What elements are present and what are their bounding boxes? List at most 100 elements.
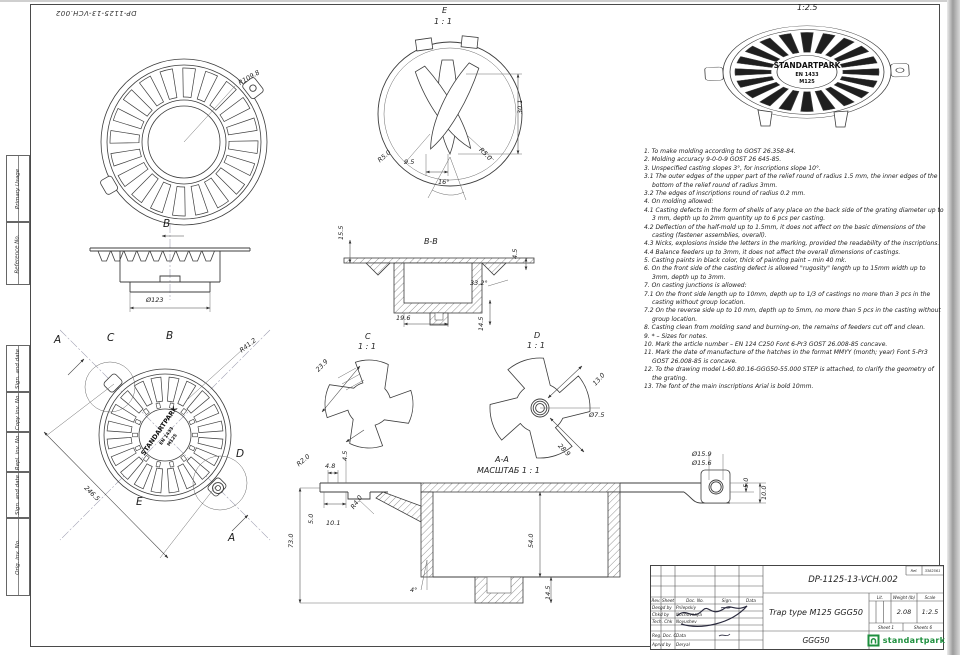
note-line: 4.1 Casting defects in the form of shell… xyxy=(644,206,944,223)
tb-row-name: Nochovnaya xyxy=(676,612,702,617)
margin-divider xyxy=(18,223,19,284)
tb-scale-label: Scale xyxy=(924,594,936,600)
sheet-border-frame xyxy=(30,4,940,647)
view-grate-front: STANDARTPARK EN 1433 M125 xyxy=(40,329,290,570)
left-dip xyxy=(365,262,391,276)
scan-edge-top xyxy=(0,0,960,2)
slots xyxy=(414,35,480,155)
view-title-c: C xyxy=(365,332,371,341)
title-block: DP-1125-13-VCH.002 Ref. 3382561 Rev. She… xyxy=(650,565,946,650)
view-label-d: D xyxy=(236,448,245,460)
dim-28-9 xyxy=(549,417,585,453)
tb-row-name: Deryal xyxy=(676,642,690,647)
tb-row-label: Desgd by xyxy=(652,605,672,610)
tb-row-label: Chkd by xyxy=(652,612,670,617)
tb-col-sheet: Sheet xyxy=(661,598,675,603)
note-line: 8. Casting clean from molding sand and b… xyxy=(644,324,926,332)
margin-label: Reference No. xyxy=(15,233,22,274)
dim-label: Ø7.5 xyxy=(589,411,605,419)
rotated-doc-number: DP-1125-13-VCH.002 xyxy=(55,9,137,17)
dim-label: 14.5 xyxy=(477,316,485,331)
tb-col-sign: Sign. xyxy=(721,598,733,603)
right-flange xyxy=(620,482,730,504)
tb-row-label: Aprvd by xyxy=(652,642,671,647)
dim-label: 54.0 xyxy=(527,533,535,548)
boss-ext-lines xyxy=(708,454,766,504)
dim-label: 4.5 xyxy=(341,450,349,461)
tb-weight-value: 2.08 xyxy=(896,608,912,616)
angle-leader xyxy=(487,279,509,287)
stub-notch xyxy=(486,576,512,594)
margin-label: Orig. inv. No. xyxy=(15,539,21,575)
note-line: 2. Molding accuracy 9-0-0-9 GOST 26 645-… xyxy=(644,156,782,164)
flange-section xyxy=(343,257,535,264)
angle-16-lines xyxy=(427,156,467,201)
dim-label: 4.5 xyxy=(511,248,519,259)
margin-box-reference-no: Reference No. xyxy=(6,222,30,285)
view-label-a-top: A xyxy=(54,334,62,346)
view-grate-back xyxy=(72,40,302,245)
margin-label: Repl. inv. No. xyxy=(15,433,22,471)
r5-leader-right xyxy=(467,135,495,161)
margin-box-primary-usage: Primary Usage xyxy=(6,155,30,222)
dim-label: Ø15.9 xyxy=(692,450,712,458)
note-line: 5. Casting paints in black color, thick … xyxy=(644,257,847,265)
ext-line xyxy=(159,485,217,559)
margin-label: Primary Usage xyxy=(15,168,21,209)
mark-line2: EN 1433 xyxy=(795,72,819,78)
dim-label: 9.5 xyxy=(404,158,415,166)
note-line: 10. Mark the article number – EN 124 C25… xyxy=(644,340,888,348)
rib-row xyxy=(97,250,215,262)
tb-sheets: Sheets 6 xyxy=(913,624,933,630)
dim-label: 19.6 xyxy=(396,314,411,322)
dim-label: 4.8 xyxy=(325,462,336,470)
note-line: 3. Unspecified casting slopes 3°, for in… xyxy=(644,164,821,172)
note-line: 6. On the front side of the casting defe… xyxy=(644,265,926,281)
iso-mark-text: STANDARTPARK EN 1433 M125 xyxy=(774,61,842,85)
dim-23-9 xyxy=(321,365,361,413)
dim-label: 30.1 xyxy=(516,99,524,114)
note-line: 3.1 The outer edges of the upper part of… xyxy=(644,173,938,189)
dim-label: 5.0 xyxy=(742,477,750,488)
view-grate-iso: STANDARTPARK EN 1433 M125 xyxy=(702,10,917,135)
tb-logo-text: standartpark xyxy=(882,635,946,645)
view-label-b: B xyxy=(163,218,171,230)
wing-rib xyxy=(375,491,422,523)
mark-line3: M125 xyxy=(799,79,815,85)
note-line: 7.1 On the front side length up to 10mm,… xyxy=(644,290,931,307)
pinwheel-c xyxy=(324,359,414,449)
ext-line xyxy=(45,383,115,437)
tb-lit-label: Lit. xyxy=(876,594,884,600)
view-detail-c xyxy=(312,346,427,458)
view-grate-side xyxy=(74,220,309,325)
dim-label: Ø123 xyxy=(146,296,164,304)
small-signatures xyxy=(718,606,732,637)
note-line: 4.4 Balance feeders up to 3mm, it does n… xyxy=(644,248,901,256)
top-band xyxy=(420,482,621,493)
notes-block: 1. To make molding according to GOST 26.… xyxy=(644,148,944,391)
margin-divider xyxy=(18,519,19,595)
boss-hole-outer xyxy=(708,479,724,495)
stub-notch xyxy=(434,312,444,321)
lug-bottom-left xyxy=(100,175,119,195)
margin-divider xyxy=(18,346,19,391)
note-line: 9. * – Sizes for notes. xyxy=(644,332,708,340)
dim-label: 73.0 xyxy=(287,533,295,548)
tb-scale-value: 1:2.5 xyxy=(921,608,939,616)
iso-feet xyxy=(757,109,849,128)
dim-246-5 xyxy=(43,431,169,559)
note-line: 11. Mark the date of manufacture of the … xyxy=(644,349,928,365)
view-scale-e: 1 : 1 xyxy=(434,17,452,26)
tb-weight-label: Weight (lb) xyxy=(892,594,916,600)
view-scale-d: 1 : 1 xyxy=(527,341,545,350)
section-a-arrow-top xyxy=(67,358,85,376)
margin-box-sign-date-1: Sign. and date xyxy=(6,345,30,392)
r41-leader xyxy=(187,348,244,400)
tb-row-label: Reg. Doc. Chk xyxy=(652,633,676,638)
lug-d xyxy=(207,477,227,497)
tb-row-label: Tech. Chk xyxy=(652,619,673,624)
inner-arrow xyxy=(345,429,365,443)
note-line: 4. On molding allowed: xyxy=(644,198,714,206)
tb-col-docno: Doc. No. xyxy=(686,598,704,603)
tb-row-name: Data xyxy=(676,633,686,638)
